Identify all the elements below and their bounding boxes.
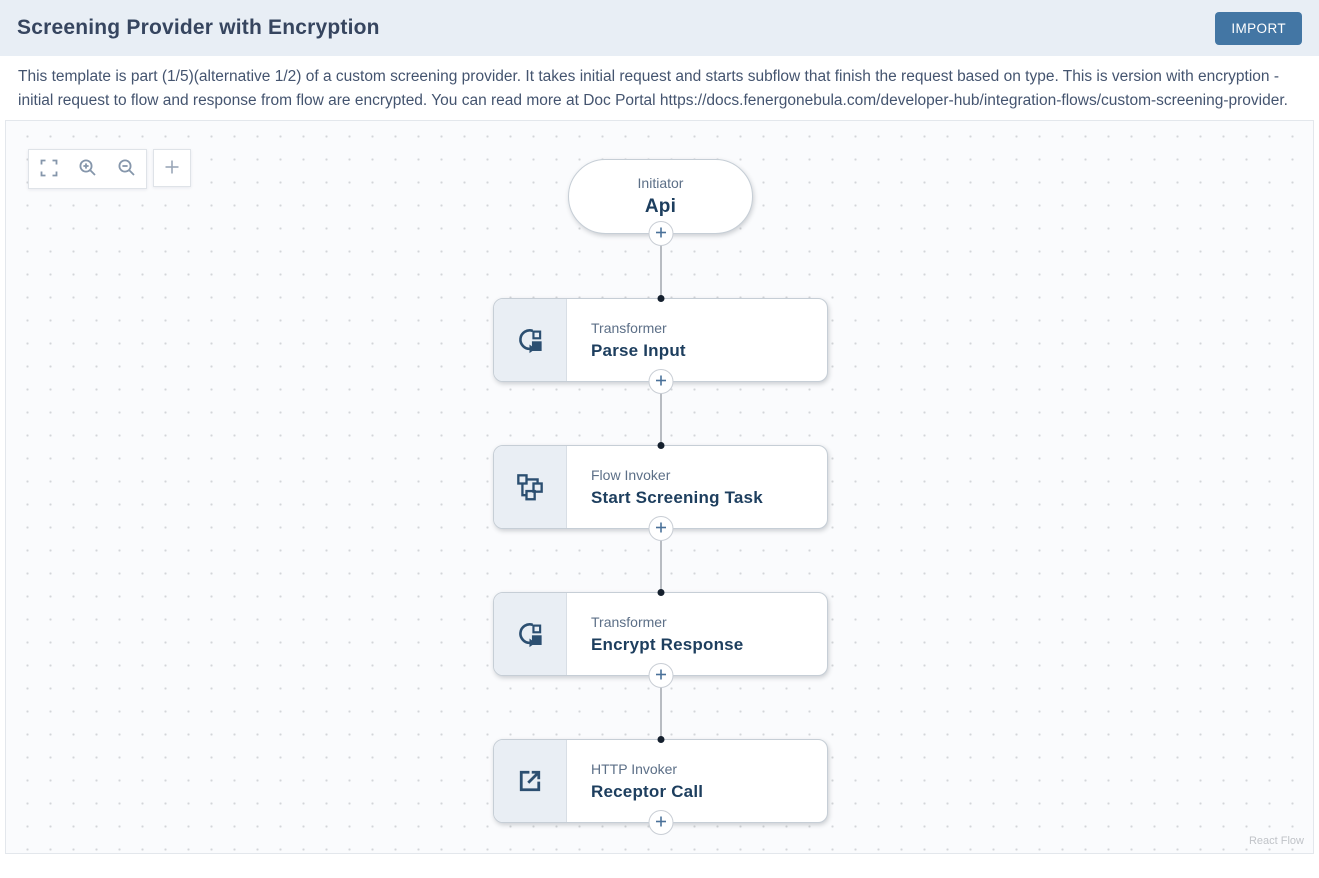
- plus-icon: [654, 374, 667, 390]
- zoom-out-button[interactable]: [107, 150, 146, 188]
- import-button[interactable]: IMPORT: [1215, 11, 1302, 45]
- edge-start-screening-task-to-encrypt-response: [660, 529, 662, 592]
- node-type-label: Flow Invoker: [591, 466, 671, 483]
- plus-icon: [654, 521, 667, 537]
- transformer-icon: [494, 299, 567, 381]
- node-title: Parse Input: [591, 340, 686, 360]
- node-title: Start Screening Task: [591, 487, 763, 507]
- node-transformer-parse-input[interactable]: Transformer Parse Input: [493, 295, 828, 394]
- node-body: Transformer Encrypt Response: [567, 593, 827, 675]
- connection-handle: [657, 295, 664, 302]
- fit-view-icon: [40, 159, 58, 180]
- node-http-invoker-receptor-call[interactable]: HTTP Invoker Receptor Call: [493, 736, 828, 835]
- node-initiator-api[interactable]: Initiator Api: [568, 159, 753, 246]
- zoom-in-button[interactable]: [68, 150, 107, 188]
- node-title: Encrypt Response: [591, 634, 744, 654]
- header: Screening Provider with Encryption IMPOR…: [0, 0, 1319, 56]
- edge-parse-input-to-start-screening-task: [660, 382, 662, 445]
- flow-canvas[interactable]: Initiator Api Transformer Parse Input: [5, 120, 1314, 854]
- node-transformer-encrypt-response[interactable]: Transformer Encrypt Response: [493, 589, 828, 688]
- page-title: Screening Provider with Encryption: [17, 16, 380, 39]
- plus-icon: [654, 668, 667, 684]
- node-body: Flow Invoker Start Screening Task: [567, 446, 827, 528]
- plus-icon: [654, 815, 667, 831]
- fit-view-button[interactable]: [29, 150, 68, 188]
- flow-controls: [28, 149, 147, 189]
- node-body: Transformer Parse Input: [567, 299, 827, 381]
- node-title: Api: [644, 196, 677, 217]
- http-invoker-icon: [494, 740, 567, 822]
- plus-icon: [163, 158, 181, 179]
- zoom-in-icon: [78, 158, 97, 180]
- transformer-icon: [494, 593, 567, 675]
- add-step-button[interactable]: [648, 369, 673, 394]
- add-node-button[interactable]: [153, 149, 191, 187]
- node-type-label: HTTP Invoker: [591, 760, 678, 777]
- edge-encrypt-response-to-receptor-call: [660, 676, 662, 739]
- plus-icon: [654, 226, 667, 242]
- flow-invoker-icon: [494, 446, 567, 528]
- node-body: HTTP Invoker Receptor Call: [567, 740, 827, 822]
- zoom-out-icon: [117, 158, 136, 180]
- connection-handle: [657, 736, 664, 743]
- add-step-button[interactable]: [648, 810, 673, 835]
- add-step-button[interactable]: [648, 663, 673, 688]
- node-type-label: Initiator: [637, 175, 684, 191]
- node-flow-invoker-start-screening-task[interactable]: Flow Invoker Start Screening Task: [493, 442, 828, 541]
- template-description: This template is part (1/5)(alternative …: [18, 68, 1288, 109]
- node-type-label: Transformer: [591, 319, 667, 336]
- connection-handle: [657, 442, 664, 449]
- connection-handle: [657, 589, 664, 596]
- react-flow-attribution[interactable]: React Flow: [1248, 835, 1304, 847]
- add-step-button[interactable]: [648, 221, 673, 246]
- node-title: Receptor Call: [591, 781, 704, 801]
- edge-initiator-to-parse-input: [660, 234, 662, 298]
- add-step-button[interactable]: [648, 516, 673, 541]
- node-type-label: Transformer: [591, 613, 667, 630]
